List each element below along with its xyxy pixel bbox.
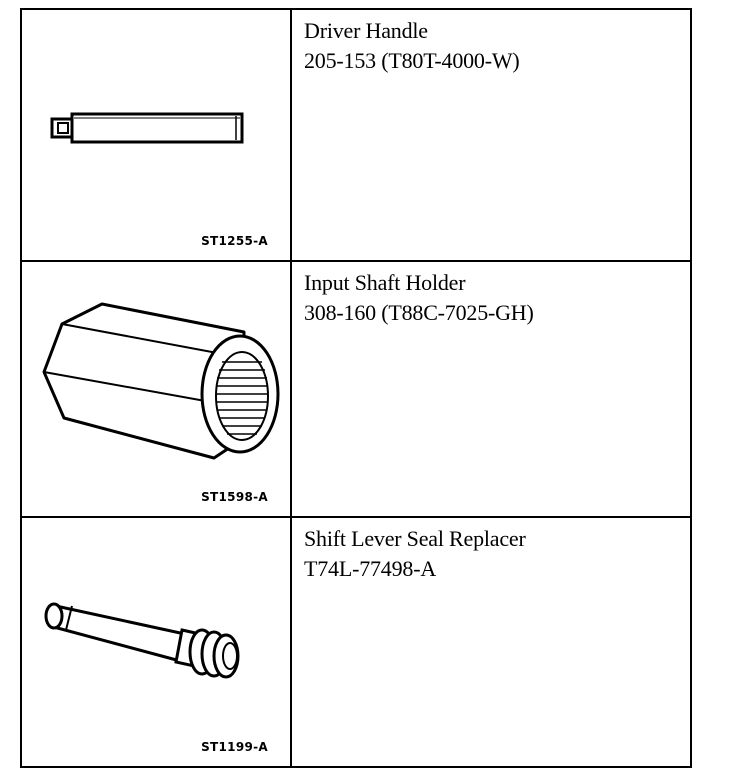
figure-code: ST1255-A — [201, 234, 268, 248]
tool-illustration-cell: ST1199-A — [22, 518, 292, 766]
tool-illustration-cell: ST1255-A — [22, 10, 292, 260]
tool-description-cell: Shift Lever Seal Replacer T74L-77498-A — [292, 518, 690, 766]
tool-description-cell: Driver Handle 205-153 (T80T-4000-W) — [292, 10, 690, 260]
seal-replacer-drawing — [44, 602, 240, 679]
tool-number: 308-160 (T88C-7025-GH) — [304, 300, 534, 325]
tool-description-cell: Input Shaft Holder 308-160 (T88C-7025-GH… — [292, 262, 690, 516]
driver-handle-drawing — [50, 112, 244, 144]
figure-code: ST1199-A — [201, 740, 268, 754]
tool-name: Shift Lever Seal Replacer — [304, 526, 526, 551]
special-tools-table: ST1255-A Driver Handle 205-153 (T80T-400… — [20, 8, 692, 768]
tool-number: T74L-77498-A — [304, 556, 437, 581]
tool-row-driver-handle: ST1255-A Driver Handle 205-153 (T80T-400… — [22, 10, 690, 262]
tool-number: 205-153 (T80T-4000-W) — [304, 48, 520, 73]
tool-illustration-cell: ST1598-A — [22, 262, 292, 516]
tool-name: Driver Handle — [304, 18, 428, 43]
tool-name: Input Shaft Holder — [304, 270, 466, 295]
input-shaft-holder-drawing — [42, 302, 280, 460]
tool-row-seal-replacer: ST1199-A Shift Lever Seal Replacer T74L-… — [22, 518, 690, 766]
figure-code: ST1598-A — [201, 490, 268, 504]
tool-row-input-shaft-holder: ST1598-A Input Shaft Holder 308-160 (T88… — [22, 262, 690, 518]
